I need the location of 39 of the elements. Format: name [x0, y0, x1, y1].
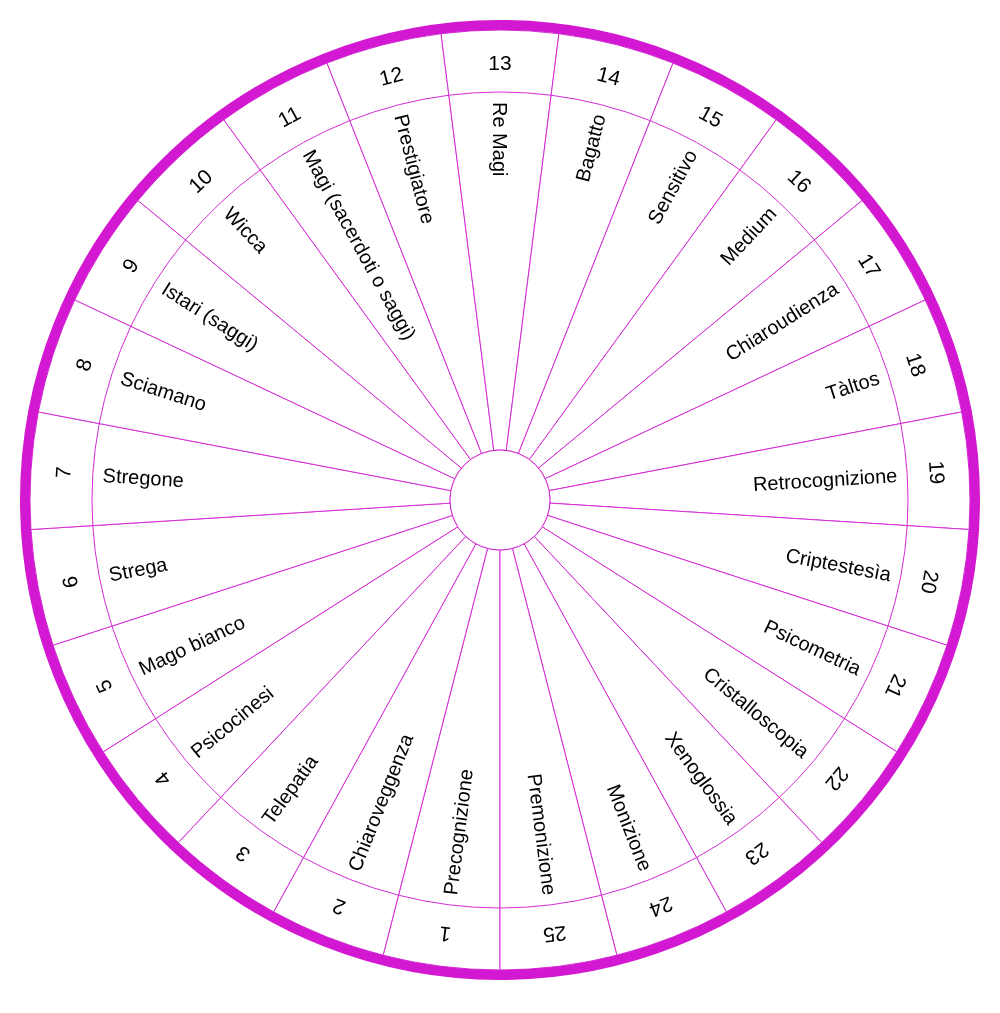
sector-number: 13	[488, 50, 512, 74]
sector-label: Mago bianco	[135, 610, 249, 680]
sector-number: 4	[149, 767, 176, 791]
sector-number: 16	[783, 164, 817, 198]
sector-number: 8	[70, 355, 97, 374]
sector-number: 24	[646, 892, 677, 923]
sector-label: Precognizione	[439, 767, 477, 897]
sector-label: Premonizione	[523, 772, 561, 897]
sector-number: 2	[329, 894, 349, 921]
sector-number: 14	[594, 61, 624, 90]
sector-number: 12	[376, 61, 406, 90]
sector-label: Tàltos	[823, 366, 882, 405]
sector-number: 19	[924, 460, 950, 485]
sector-number: 6	[57, 574, 83, 590]
sector-number: 25	[541, 921, 568, 948]
sector-number: 1	[437, 922, 453, 947]
wheel-sector	[440, 29, 560, 451]
sector-number: 15	[695, 100, 727, 132]
sector-number: 18	[902, 350, 932, 380]
sector-label: Retrocognizione	[752, 464, 898, 496]
sector-number: 10	[183, 164, 217, 198]
sector-label: Stregone	[102, 464, 185, 492]
sector-number: 17	[853, 249, 886, 282]
sector-label: Bagatto	[571, 111, 610, 184]
center-circle	[449, 449, 551, 551]
sector-label: Strega	[107, 552, 169, 586]
sector-number: 5	[90, 676, 117, 697]
sector-number: 7	[51, 465, 75, 480]
sector-number: 22	[821, 762, 854, 796]
sector-number: 23	[741, 838, 774, 871]
wheel-sector	[29, 411, 452, 530]
sector-number: 9	[117, 254, 143, 277]
sector-number: 3	[231, 841, 255, 868]
sector-number: 20	[916, 568, 944, 596]
sector-label: Criptestesìa	[784, 543, 893, 586]
sector-label: Re Magi	[489, 102, 511, 177]
wheel-sector	[548, 411, 971, 530]
sector-number: 21	[880, 671, 912, 702]
sector-number: 11	[273, 100, 305, 132]
